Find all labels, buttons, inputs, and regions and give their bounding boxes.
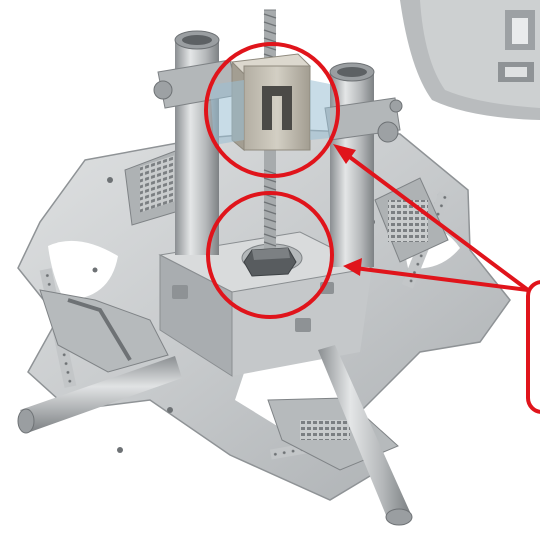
rod-hex-nut [243,247,297,277]
vented-bracket-top-left [124,149,183,226]
highlight-circle-lower [206,191,334,319]
callout-box [526,280,540,414]
rod-clamp-block [210,53,330,152]
pointer-arrows [333,144,530,292]
inset-detail-image [400,0,540,120]
highlight-circle-upper [204,42,340,178]
vented-bracket-right [374,177,449,263]
angled-arm-left [39,289,169,373]
horizontal-conduit [17,345,413,526]
